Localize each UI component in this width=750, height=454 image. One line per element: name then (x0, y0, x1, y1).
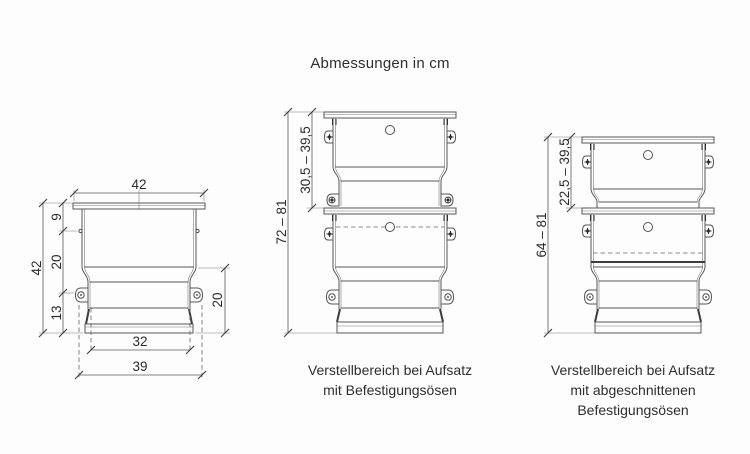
dim-total-range: 64 – 81 (534, 212, 549, 257)
caption-stacked-cut-lugs: Verstellbereich bei Aufsatz mit abgeschn… (523, 360, 743, 420)
caption-line: mit Befestigungsösen (323, 382, 457, 398)
upper-unit (323, 111, 457, 207)
clamp-tab-right (446, 227, 457, 241)
clamp-tab-left (581, 155, 592, 169)
dim-height-bottom: 13 (49, 305, 64, 320)
dim-height-middle: 20 (49, 254, 64, 269)
stacked-with-lugs-drawing: 72 – 81 30,5 – 39,5 (274, 107, 457, 338)
dim-flange-width: 42 (131, 177, 146, 192)
lower-unit (581, 207, 715, 334)
mounting-lug-right (698, 289, 713, 305)
side-pin-hole (78, 228, 83, 234)
lower-unit (323, 207, 457, 334)
mounting-lug-right (440, 289, 455, 305)
lifting-hole (385, 222, 395, 232)
page-title: Abmessungen in cm (310, 55, 450, 72)
stacked-cut-lugs-drawing: 64 – 81 22,5 – 39,5 (534, 132, 715, 338)
mounting-lug-right (440, 193, 454, 207)
dim-height-total: 42 (29, 260, 44, 275)
dim-upper-range: 30,5 – 39,5 (298, 126, 313, 194)
side-pin-hole (195, 228, 200, 234)
mounting-lug-left (74, 287, 89, 303)
clamp-tab-left (581, 224, 592, 238)
lifting-hole (643, 150, 653, 160)
dim-total-range: 72 – 81 (274, 199, 289, 244)
dim-width-inner: 32 (132, 334, 147, 349)
mounting-lug-left (325, 289, 340, 305)
caption-line: mit abgeschnittenen (570, 382, 696, 398)
clamp-tab-right (704, 224, 715, 238)
mounting-lug-left (583, 289, 598, 305)
mounting-lug-left (326, 193, 340, 207)
caption-line: Verstellbereich bei Aufsatz (550, 362, 716, 378)
clamp-tab-right (704, 155, 715, 169)
mounting-lug-right (189, 287, 204, 303)
caption-stacked-with-lugs: Verstellbereich bei Aufsatz mit Befestig… (280, 360, 500, 400)
dim-upper-range: 22,5 – 39,5 (557, 138, 572, 206)
upper-unit (581, 136, 715, 209)
caption-line: Befestigungsösen (577, 402, 689, 418)
dim-insert-depth: 20 (210, 292, 225, 307)
dim-width-outer: 39 (132, 359, 147, 374)
clamp-tab-right (446, 130, 457, 144)
dim-height-top: 9 (49, 213, 64, 221)
clamp-tab-left (323, 227, 334, 241)
single-unit-drawing: 42 (29, 177, 230, 380)
clamp-tab-left (323, 130, 334, 144)
caption-line: Verstellbereich bei Aufsatz (307, 362, 473, 378)
lifting-hole (643, 222, 653, 232)
lifting-hole (385, 125, 395, 135)
